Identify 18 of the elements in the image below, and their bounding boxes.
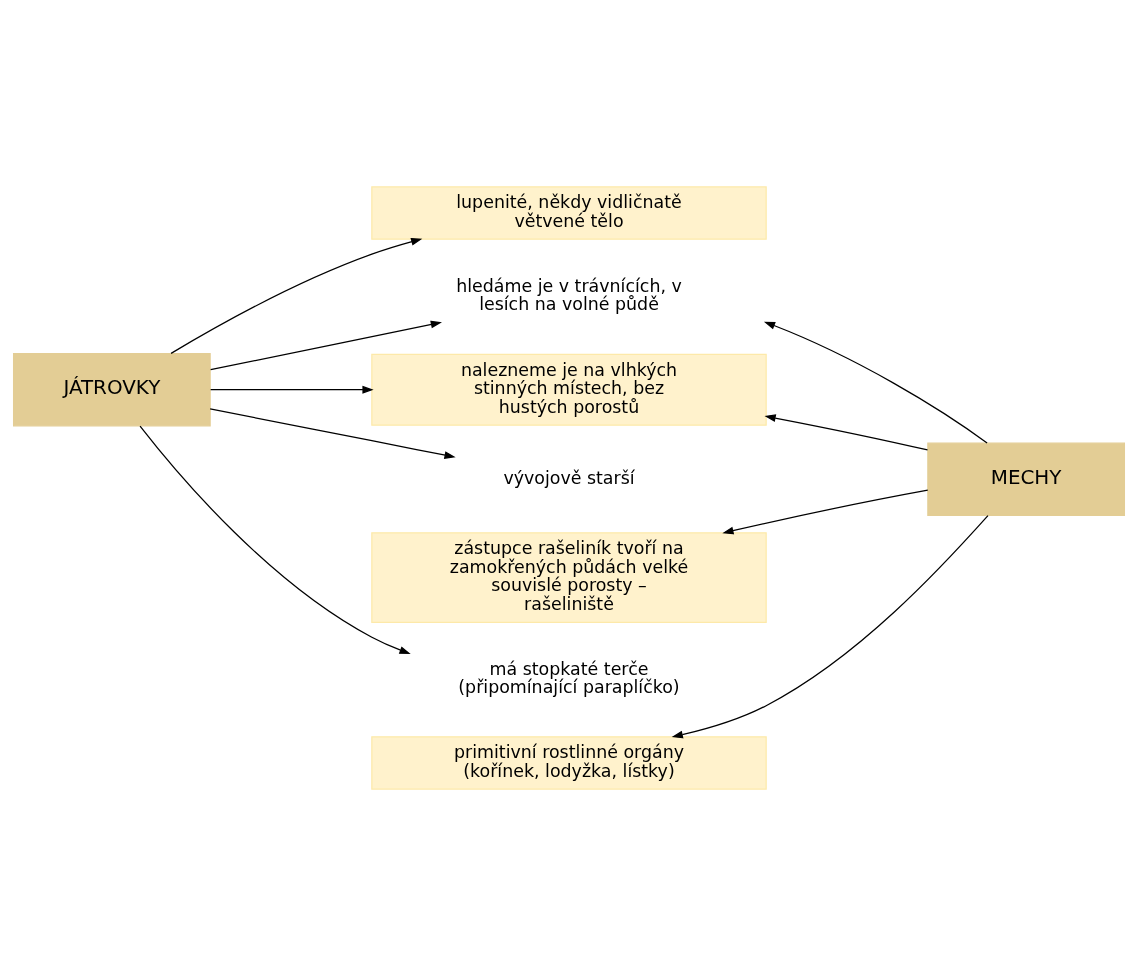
node-box: lupenité, někdy vidličnatě větvené tělo	[371, 186, 767, 240]
arrow	[763, 321, 988, 444]
arrow	[210, 385, 374, 394]
arrow	[170, 237, 423, 354]
node-box: nalezneme je na vlhkých stinných místech, bez hustých porostů	[371, 353, 767, 426]
arrow	[139, 425, 411, 654]
node-box: primitivní rostlinné orgány (kořínek, lodyžka, lístky)	[371, 736, 767, 790]
arrow	[722, 489, 929, 535]
node-text: má stopkaté terče (připomínající paraplíčko)	[458, 658, 680, 698]
node-box: JÁTROVKY	[13, 353, 211, 427]
node-box: zástupce rašeliník tvoří na zamokřených půdách velké souvislé porosty – rašeliniště	[371, 532, 767, 623]
arrow	[209, 408, 456, 459]
node-text: vývojově starší	[503, 467, 635, 488]
arrow	[671, 515, 989, 739]
node-text: hledáme je v trávnících, v lesích na volné půdě	[456, 275, 682, 315]
node-box: MECHY	[927, 442, 1125, 516]
arrow	[210, 320, 442, 371]
arrow	[764, 414, 929, 451]
